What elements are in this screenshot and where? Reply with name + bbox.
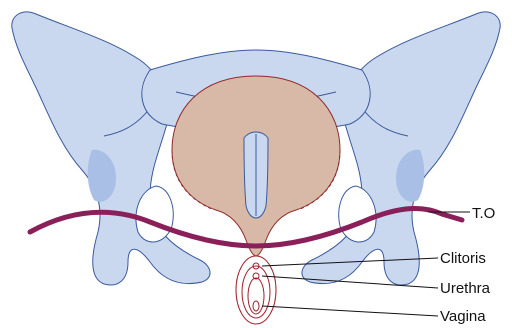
vagina-marker <box>253 301 259 311</box>
urethra-label: Urethra <box>440 280 491 297</box>
vagina-leader <box>262 306 438 316</box>
external-genitalia <box>236 256 276 324</box>
vagina-label: Vagina <box>440 308 486 325</box>
pubic-symphysis <box>244 132 268 218</box>
clitoris-label: Clitoris <box>440 250 486 267</box>
to-label: T.O <box>472 205 495 222</box>
